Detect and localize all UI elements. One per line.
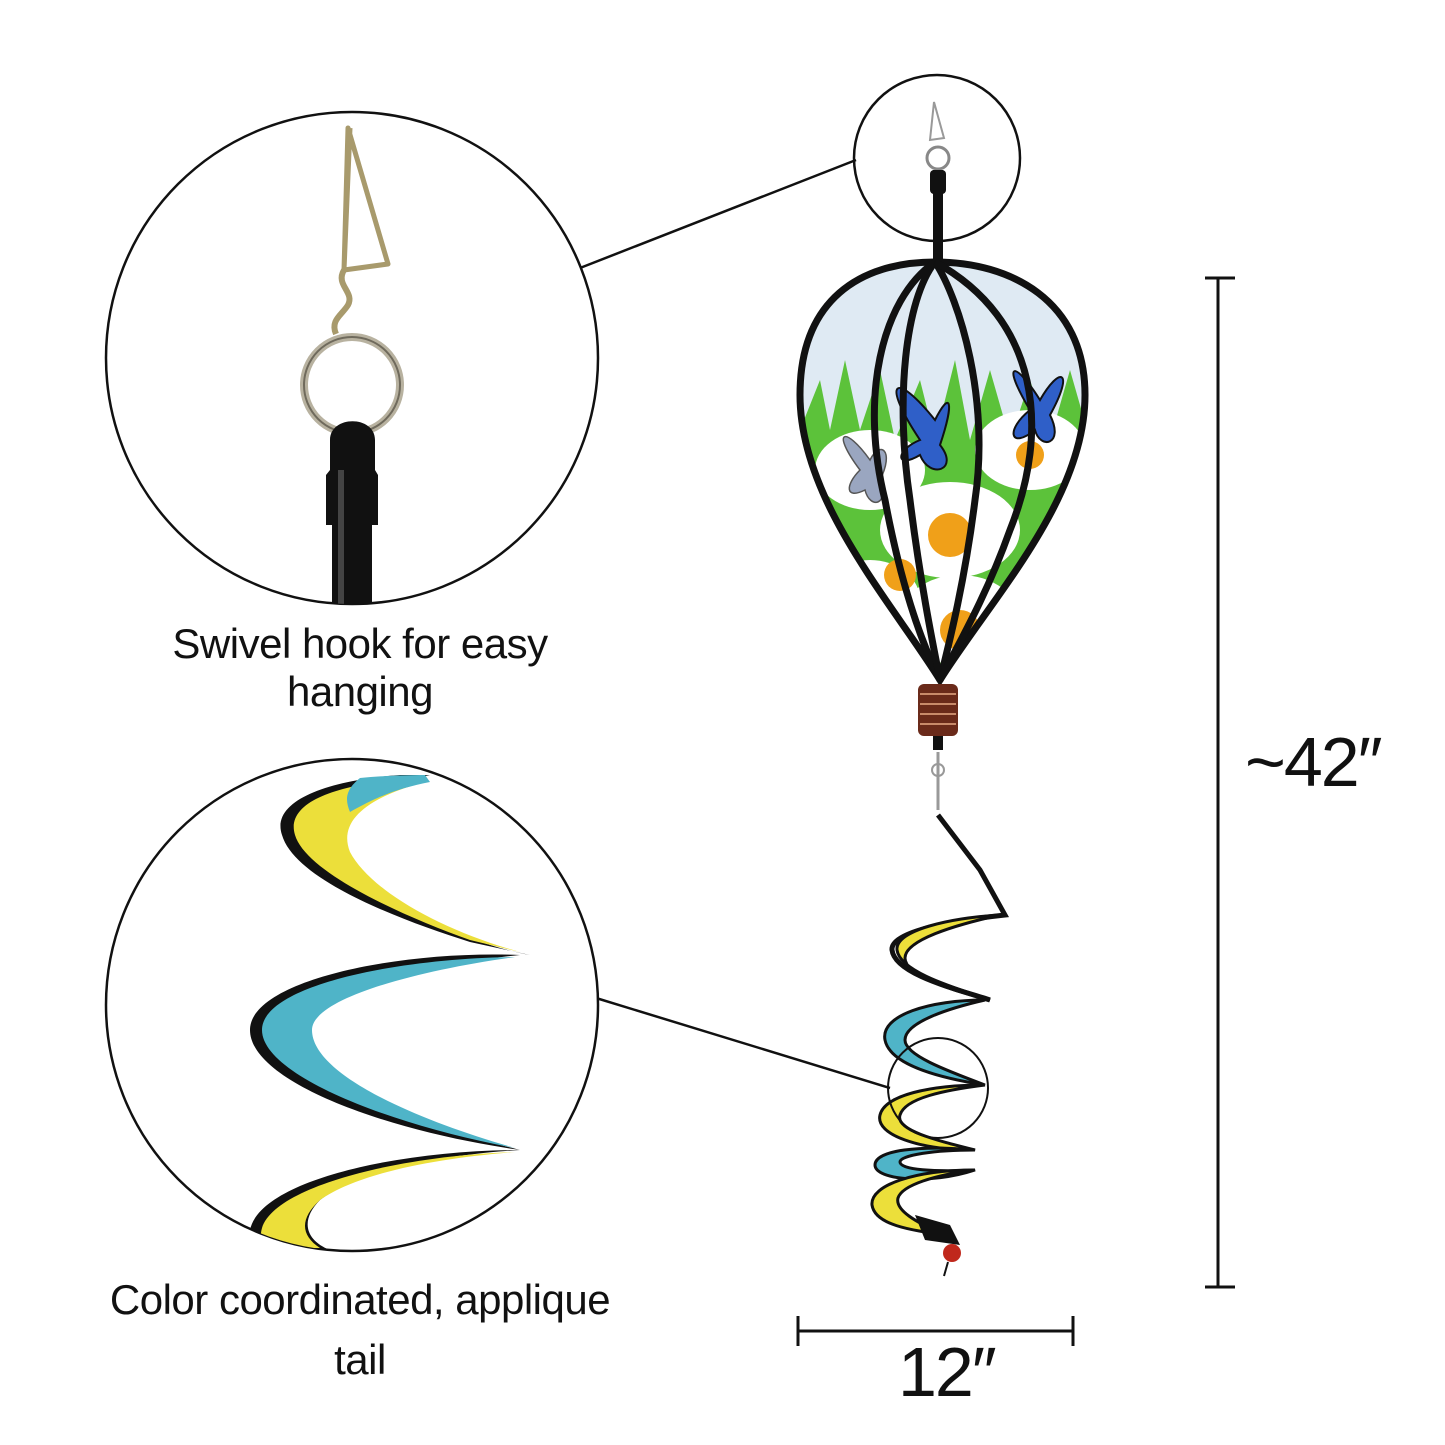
hook-caption: Swivel hook for easy hanging: [172, 620, 548, 715]
width-label: 12″: [898, 1333, 997, 1411]
swivel-hook-icon: [341, 125, 391, 273]
height-dimension-line: [1205, 276, 1235, 1289]
width-dimension-line: [796, 1316, 1075, 1346]
height-label: ~42″: [1245, 723, 1383, 801]
tail-caption: Color coordinated, applique tail: [80, 1270, 640, 1390]
hook-callout-line: [579, 158, 857, 270]
spiral-tail: [870, 813, 1010, 1277]
tail-caption-line2: tail: [334, 1336, 386, 1383]
hook-detail-circle: [104, 110, 600, 606]
bead-icon: [943, 1244, 961, 1262]
daisy-center-icon: [884, 441, 1044, 650]
balloon-spinner: [796, 73, 1089, 1277]
tail-magnifier-circle: [887, 1037, 989, 1139]
tail-callout-line: [595, 996, 891, 1090]
tail-caption-line1: Color coordinated, applique: [109, 1276, 611, 1323]
tail-detail-circle: [104, 757, 600, 1253]
